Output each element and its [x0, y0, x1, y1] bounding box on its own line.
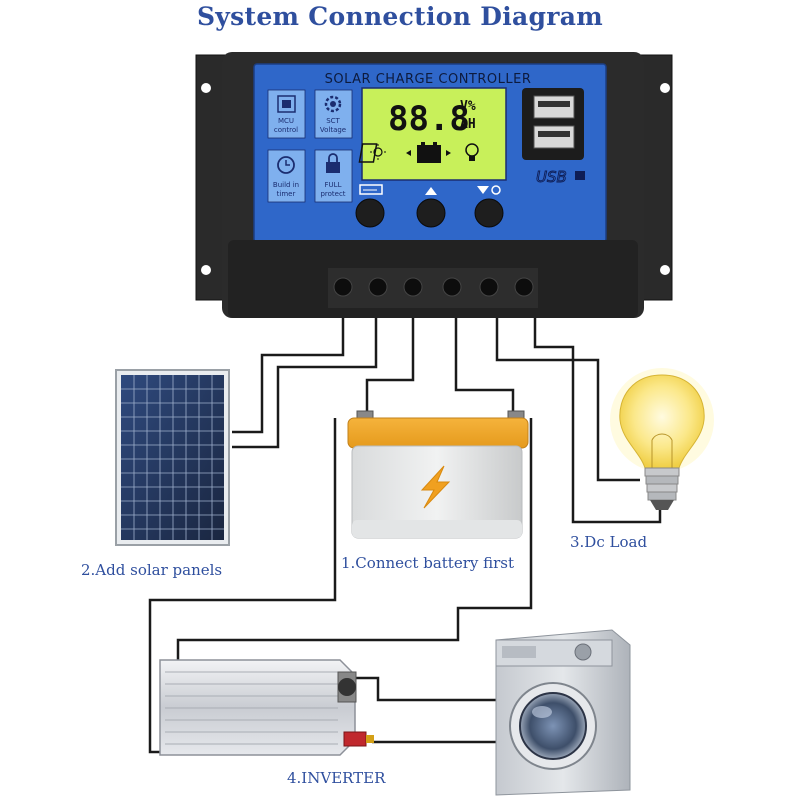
- svg-text:SCT: SCT: [326, 117, 340, 125]
- lightning-icon: [420, 465, 451, 509]
- inverter-label: 4.INVERTER: [287, 769, 386, 787]
- load-label: 3.Dc Load: [570, 533, 647, 551]
- usb-ports: USB: [522, 88, 585, 186]
- battery-label: 1.Connect battery first: [341, 554, 514, 572]
- svg-text:control: control: [274, 126, 298, 134]
- full-protect-icon: FULL protect: [314, 149, 353, 203]
- down-button[interactable]: [474, 198, 504, 228]
- down-light-icon: [477, 185, 501, 195]
- terminal-screws: [333, 277, 534, 297]
- usb-label: USB: [536, 168, 567, 186]
- lcd-display: 88.8 V% AH: [358, 87, 507, 181]
- sct-voltage-icon: SCT Voltage: [314, 89, 353, 139]
- up-button[interactable]: [416, 198, 446, 228]
- build-in-timer-icon: Build in timer: [267, 149, 306, 203]
- battery: [347, 410, 529, 539]
- svg-text:Build in: Build in: [273, 181, 299, 189]
- light-bulb: [610, 368, 714, 510]
- svg-text:Voltage: Voltage: [320, 126, 346, 134]
- lcd-battery-icon: [417, 142, 441, 163]
- svg-text:timer: timer: [277, 190, 296, 198]
- inverter: [159, 659, 374, 756]
- svg-text:protect: protect: [320, 190, 345, 198]
- svg-text:FULL: FULL: [325, 181, 342, 189]
- battery-wire-2: [454, 318, 515, 413]
- load-wire-1: [495, 318, 640, 482]
- lcd-unit-top: V%: [460, 99, 476, 114]
- lcd-value: 88.8: [388, 99, 470, 139]
- up-arrow-icon: [425, 187, 437, 195]
- svg-text:MCU: MCU: [278, 117, 294, 125]
- lcd-panel-icon: [358, 143, 378, 163]
- mcu-control-icon: MCU control: [267, 89, 306, 139]
- solar-label: 2.Add solar panels: [81, 561, 222, 579]
- solar-wire-2: [232, 318, 378, 449]
- menu-button[interactable]: [355, 198, 385, 228]
- lcd-unit-bottom: AH: [460, 117, 476, 132]
- battery-wire-1: [365, 318, 415, 413]
- solar-charge-controller: SOLAR CHARGE CONTROLLER MCU control SCT …: [195, 52, 673, 318]
- wires: [148, 318, 662, 754]
- load-wire-2: [533, 318, 662, 524]
- solar-panel: [115, 369, 230, 546]
- inverter-wire-2: [176, 418, 533, 660]
- controller-label: SOLAR CHARGE CONTROLLER: [325, 72, 532, 87]
- solar-wire-1: [232, 318, 345, 434]
- inverter-wire-1: [148, 418, 337, 754]
- diagram-title: System Connection Diagram: [196, 2, 604, 31]
- washer-wire-1: [355, 676, 498, 702]
- lcd-sun-icon: [370, 144, 386, 160]
- menu-icon: [359, 184, 383, 195]
- washing-machine: [495, 629, 631, 796]
- lcd-bulb-icon: [465, 143, 479, 161]
